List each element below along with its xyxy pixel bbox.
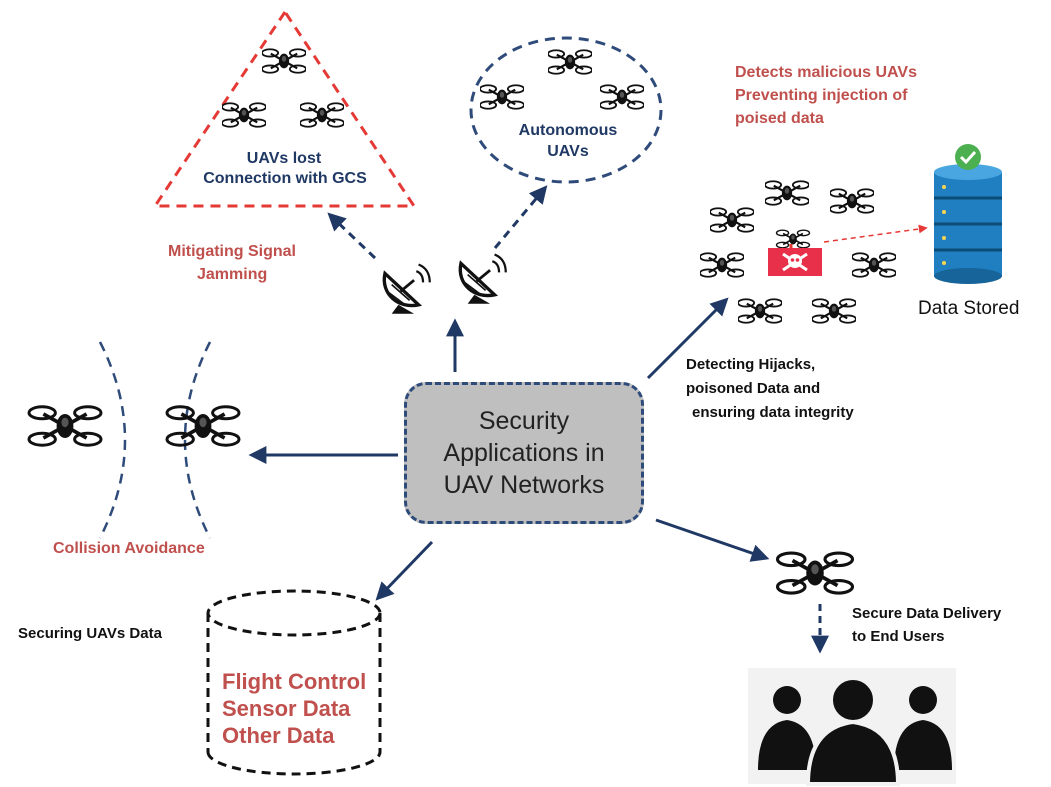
hijack-label-line2: poisoned Data and xyxy=(686,380,821,397)
center-title-line2: Applications in xyxy=(443,439,605,467)
data-stored-label: Data Stored xyxy=(918,298,1020,319)
drone-icon xyxy=(710,207,754,233)
center-box: Security Applications in UAV Networks xyxy=(404,382,644,524)
delivery-label-line1: Secure Data Delivery xyxy=(852,605,1002,622)
check-icon xyxy=(955,144,981,170)
drone-icon xyxy=(600,84,644,110)
database-icon xyxy=(934,164,1002,284)
malicious-label-line1: Detects malicious UAVs xyxy=(735,64,917,81)
malicious-label-line2: Preventing injection of xyxy=(735,87,908,104)
dish-arrow-right xyxy=(493,185,548,249)
drone-icon xyxy=(167,407,239,445)
cylinder-item: Sensor Data xyxy=(222,696,351,721)
cylinder-items: Flight Control Sensor Data Other Data xyxy=(222,668,366,749)
drone-icon xyxy=(480,84,524,110)
collision-arc-left xyxy=(98,341,127,539)
skull-icon xyxy=(782,252,808,272)
hijack-label-line1: Detecting Hijacks, xyxy=(686,356,816,373)
drone-icon xyxy=(222,102,266,128)
jamming-caption-line1: Mitigating Signal xyxy=(168,243,296,260)
drone-icon xyxy=(29,407,101,445)
arrow-downright xyxy=(655,518,770,562)
jamming-triangle xyxy=(152,9,417,208)
data-cylinder xyxy=(206,589,382,776)
poison-arrow xyxy=(823,224,928,243)
drone-icon xyxy=(700,252,744,278)
center-title-line1: Security xyxy=(478,407,570,435)
autonomous-label-line1: Autonomous xyxy=(518,122,618,139)
drone-icon xyxy=(778,553,853,593)
autonomous-ellipse xyxy=(469,36,663,184)
drone-icon xyxy=(765,180,809,206)
triangle-label-line1: UAVs lost xyxy=(246,150,322,167)
drone-icon xyxy=(262,48,306,74)
drone-icon xyxy=(300,102,344,128)
drone-icon xyxy=(852,252,896,278)
center-title-line3: UAV Networks xyxy=(443,471,605,499)
satellite-dish-icon xyxy=(382,262,432,316)
satellite-dish-icon xyxy=(458,252,508,306)
malicious-drone xyxy=(775,229,811,250)
drone-icon xyxy=(812,298,856,324)
collision-arc-right xyxy=(183,341,212,539)
dish-arrow-left xyxy=(327,212,377,260)
drone-icon xyxy=(830,188,874,214)
arrow-downleft xyxy=(375,540,434,601)
jamming-caption-line2: Jamming xyxy=(197,266,268,283)
triangle-label-line2: Connection with GCS xyxy=(203,170,367,187)
users-icon xyxy=(758,676,952,786)
drone-icon xyxy=(548,49,592,75)
arrow-upright xyxy=(646,297,729,380)
autonomous-label-line2: UAVs xyxy=(547,143,589,160)
drone-icon xyxy=(738,298,782,324)
securing-data-label: Securing UAVs Data xyxy=(18,625,162,642)
cylinder-item: Flight Control xyxy=(222,669,367,694)
hijack-label-line3: ensuring data integrity xyxy=(692,404,854,421)
collision-label: Collision Avoidance xyxy=(53,540,205,557)
delivery-label-line2: to End Users xyxy=(852,628,945,645)
cylinder-item: Other Data xyxy=(222,723,335,748)
malicious-label-line3: poised data xyxy=(735,110,824,127)
